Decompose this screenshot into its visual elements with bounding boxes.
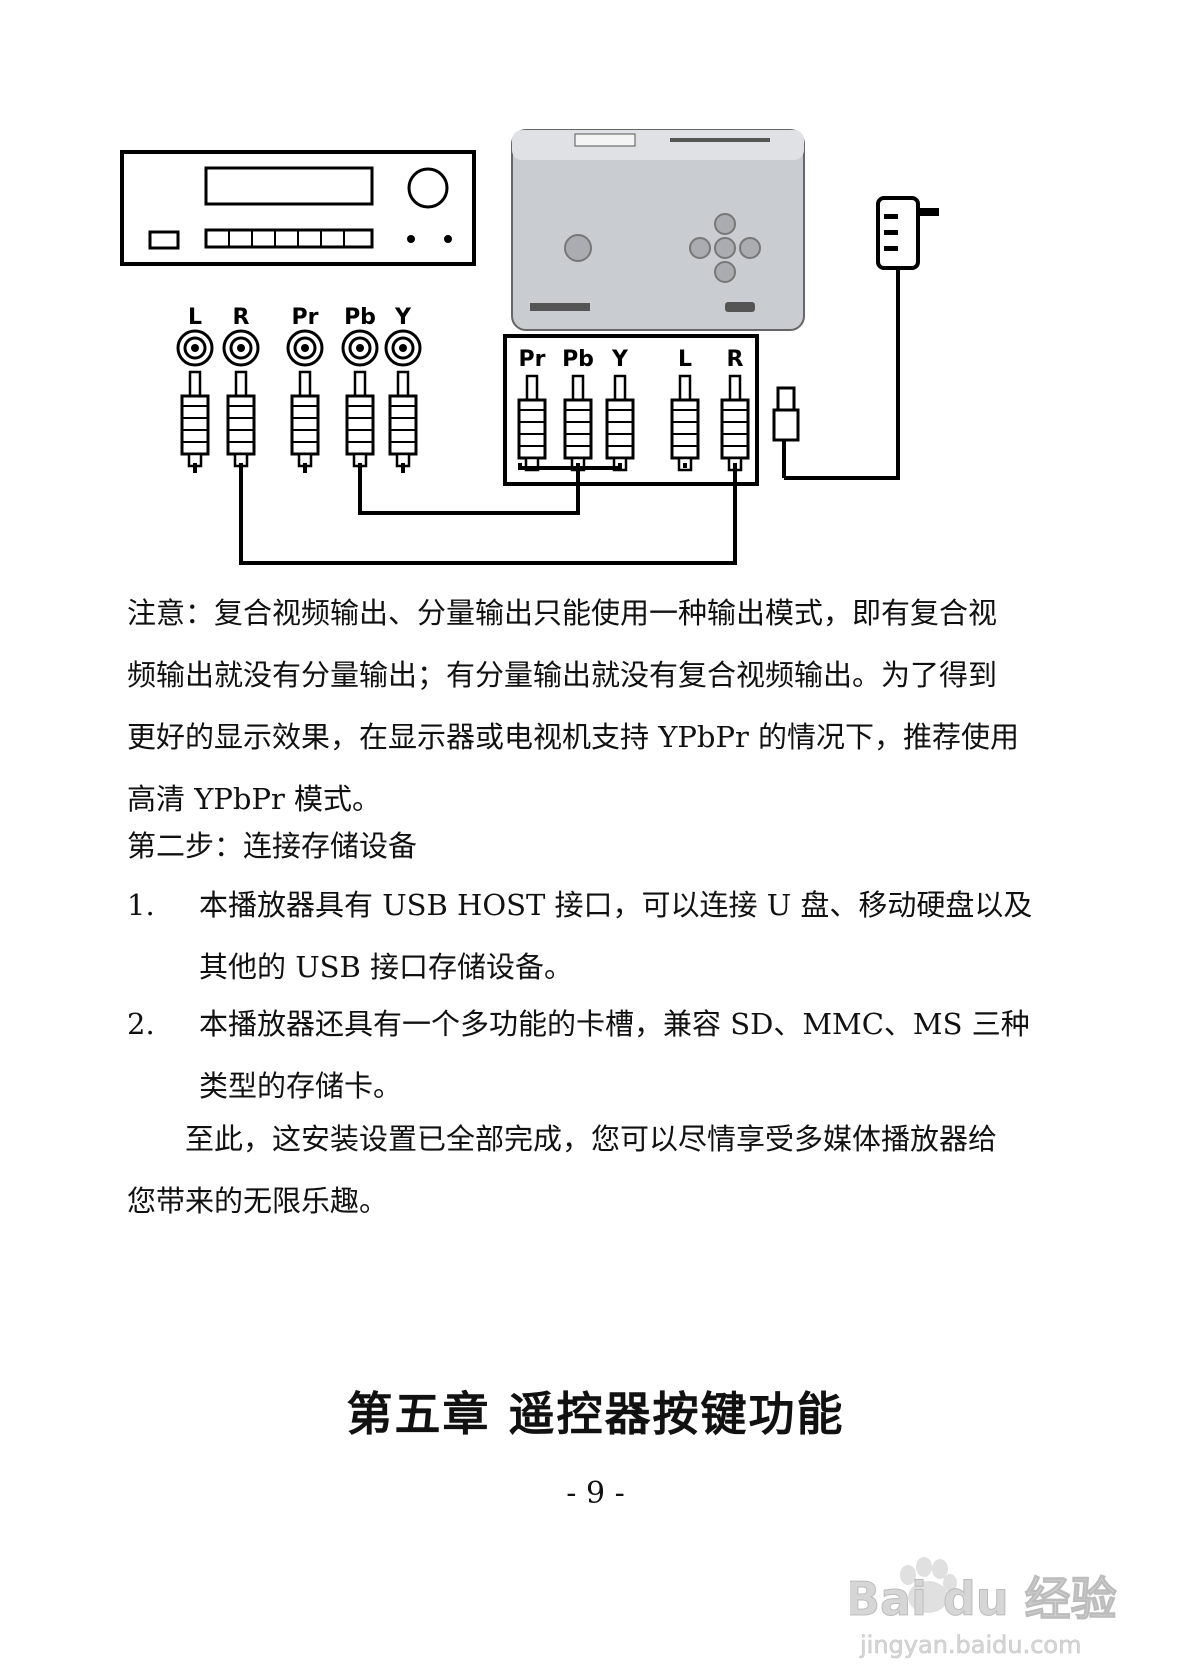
note-line: 更好的显示效果，在显示器或电视机支持 YPbPr 的情况下，推荐使用 bbox=[127, 720, 1020, 754]
list-item-number: 2. bbox=[127, 1007, 155, 1041]
chapter-title: 第五章 遥控器按键功能 bbox=[346, 1387, 845, 1441]
tv-unit bbox=[120, 150, 476, 266]
player-connectors: Pr Pb Y L R bbox=[517, 347, 750, 472]
connector-label: R bbox=[727, 347, 744, 372]
connector-label: Pb bbox=[562, 347, 594, 372]
connector-label: L bbox=[678, 347, 692, 372]
note-line: 高清 YPbPr 模式。 bbox=[127, 782, 382, 816]
connector-label: Y bbox=[611, 347, 629, 372]
connector-label: L bbox=[188, 305, 202, 330]
media-player bbox=[511, 129, 805, 331]
page-number: - 9 - bbox=[566, 1476, 625, 1511]
connector-label: Y bbox=[394, 305, 412, 330]
watermark-url: jingyan.baidu.com bbox=[859, 1631, 1081, 1659]
watermark-logo: Bai du 经验 bbox=[850, 1572, 1117, 1626]
closing-paragraph: 至此，这安装设置已全部完成，您可以尽情享受多媒体播放器给 您带来的无限乐趣。 bbox=[127, 1108, 1027, 1232]
player-connector-box bbox=[503, 334, 759, 486]
closing-line: 至此，这安装设置已全部完成，您可以尽情享受多媒体播放器给 bbox=[185, 1122, 998, 1156]
note-paragraph: 注意：复合视频输出、分量输出只能使用一种输出模式，即有复合视 频输出就没有分量输… bbox=[127, 582, 1027, 830]
connector-label: Pr bbox=[519, 347, 546, 372]
list-item-text: 本播放器具有 USB HOST 接口，可以连接 U 盘、移动硬盘以及 bbox=[199, 888, 1033, 922]
player-rca-connector: Pr bbox=[517, 347, 547, 472]
tv-rca-connector: Y bbox=[384, 305, 422, 468]
connector-label: R bbox=[233, 305, 250, 330]
player-rca-connector: Y bbox=[605, 347, 635, 472]
power-adapter bbox=[772, 196, 939, 480]
note-line: 注意：复合视频输出、分量输出只能使用一种输出模式，即有复合视 bbox=[127, 596, 998, 630]
player-rca-connector: L bbox=[670, 347, 700, 472]
tv-connectors: L R Pr Pb Y bbox=[176, 305, 422, 468]
connector-label: Pr bbox=[292, 305, 319, 330]
step2-heading: 第二步：连接存储设备 bbox=[127, 829, 418, 863]
connector-label: Pb bbox=[344, 305, 376, 330]
tv-rca-connector: Pb bbox=[341, 305, 379, 468]
list-item-text: 类型的存储卡。 bbox=[199, 1069, 403, 1103]
baidu-watermark: Bai du 经验 jingyan.baidu.com bbox=[850, 1557, 1117, 1659]
player-rca-connector: R bbox=[720, 347, 750, 472]
player-rca-connector: Pb bbox=[562, 347, 594, 472]
list-item-text: 其他的 USB 接口存储设备。 bbox=[199, 950, 574, 984]
list-item-number: 1. bbox=[127, 888, 155, 922]
list-item-text: 本播放器还具有一个多功能的卡槽，兼容 SD、MMC、MS 三种 bbox=[199, 1007, 1030, 1041]
note-line: 频输出就没有分量输出；有分量输出就没有复合视频输出。为了得到 bbox=[127, 658, 998, 692]
closing-line: 您带来的无限乐趣。 bbox=[127, 1184, 389, 1218]
tv-rca-connector: Pr bbox=[286, 305, 324, 468]
tv-rca-connector: L bbox=[176, 305, 214, 468]
paw-icon bbox=[900, 1557, 957, 1613]
tv-rca-connector: R bbox=[222, 305, 260, 468]
cables bbox=[193, 463, 737, 565]
